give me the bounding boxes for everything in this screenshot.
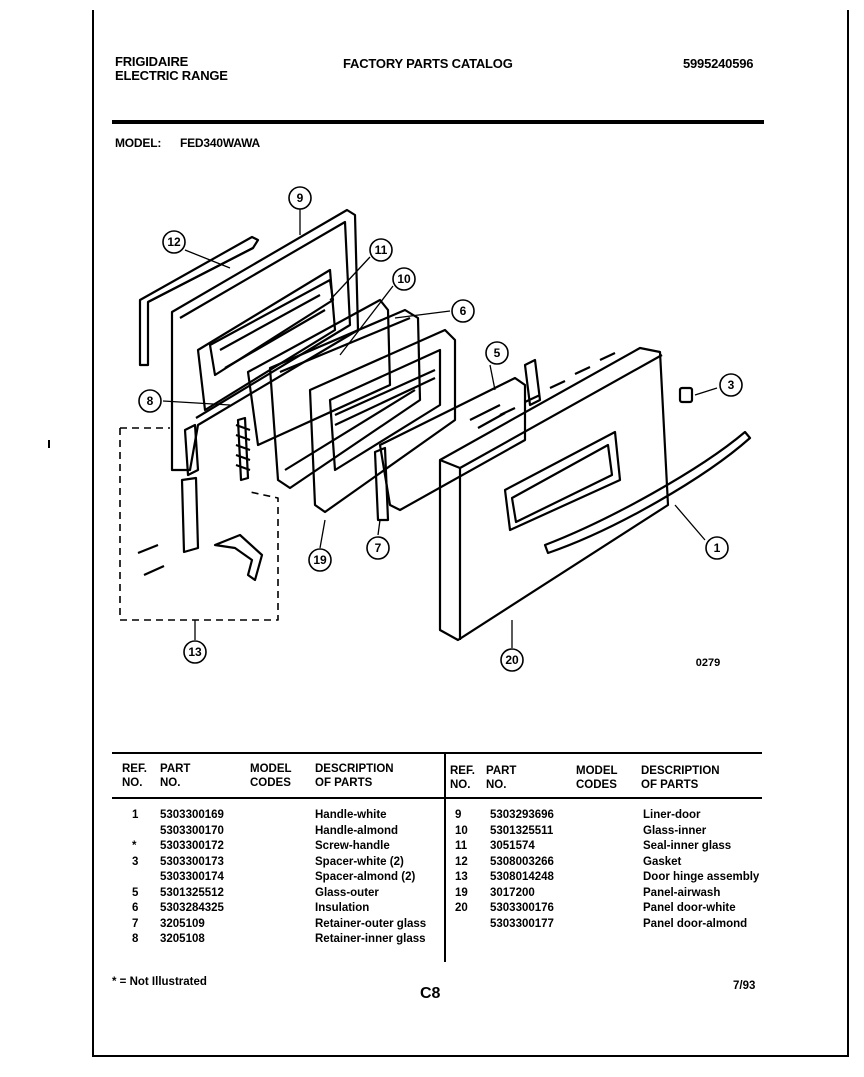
figure-code: 0279 bbox=[696, 657, 720, 669]
part-desc: Retainer-inner glass bbox=[315, 933, 426, 945]
callout-5: 5 bbox=[494, 346, 501, 360]
part-desc: Panel door-white bbox=[643, 902, 736, 914]
part-desc: Insulation bbox=[315, 902, 370, 914]
part-ref: * bbox=[132, 840, 137, 852]
part-part: 5308014248 bbox=[490, 871, 554, 883]
part-desc: Panel door-almond bbox=[643, 917, 748, 930]
part-part: 5303284325 bbox=[160, 902, 224, 914]
part-part: 5303300177 bbox=[490, 917, 554, 930]
part-desc: Panel-airwash bbox=[643, 886, 721, 899]
part-ref: 20 bbox=[455, 902, 468, 914]
part-ref: 8 bbox=[132, 933, 139, 945]
table-header-rule bbox=[112, 797, 762, 799]
part-part: 5303300174 bbox=[160, 871, 224, 883]
part-desc: Retainer-outer glass bbox=[315, 917, 427, 930]
part-desc: Liner-door bbox=[643, 809, 701, 821]
part-ref: 1 bbox=[132, 809, 139, 821]
part-desc: Spacer-almond (2) bbox=[315, 871, 416, 883]
part-ref: 12 bbox=[455, 855, 468, 868]
part-part: 3205109 bbox=[160, 917, 205, 930]
callout-11: 11 bbox=[375, 243, 388, 257]
part-part: 5303293696 bbox=[490, 809, 554, 821]
part-desc: Handle-white bbox=[315, 809, 387, 821]
part-desc: Seal-inner glass bbox=[643, 840, 732, 852]
part-ref: 5 bbox=[132, 886, 139, 899]
table-top-rule bbox=[112, 752, 762, 754]
part-desc: Glass-inner bbox=[643, 824, 707, 837]
callout-1: 1 bbox=[714, 541, 721, 555]
part-ref: 19 bbox=[455, 886, 468, 899]
part-part: 5308003266 bbox=[490, 855, 554, 868]
part-part: 5301325511 bbox=[490, 824, 554, 837]
callout-7: 7 bbox=[375, 541, 382, 555]
part-ref: 3 bbox=[132, 855, 139, 868]
part-part: 3051574 bbox=[490, 840, 535, 852]
part-desc: Spacer-white (2) bbox=[315, 855, 404, 868]
revision-date: 7/93 bbox=[733, 980, 756, 992]
exploded-door-diagram: 9 12 11 10 6 8 5 3 1 19 7 13 20 0279 bbox=[119, 186, 752, 672]
callout-19: 19 bbox=[313, 553, 327, 567]
catalog-title: FACTORY PARTS CATALOG bbox=[343, 56, 513, 71]
part-desc: Handle-almond bbox=[315, 824, 399, 837]
callout-9: 9 bbox=[297, 191, 304, 205]
table-divider bbox=[444, 752, 446, 962]
part-desc: Gasket bbox=[643, 855, 682, 868]
part-ref: 10 bbox=[455, 824, 468, 837]
header-rule bbox=[112, 120, 764, 124]
col-ref-left: REF. NO. bbox=[122, 763, 147, 789]
callout-3: 3 bbox=[728, 378, 735, 392]
part-ref: 9 bbox=[455, 809, 462, 821]
part-part: 3017200 bbox=[490, 886, 535, 899]
col-model-left: MODEL CODES bbox=[250, 763, 292, 789]
part-part: 5303300169 bbox=[160, 809, 224, 821]
col-desc-left: DESCRIPTION OF PARTS bbox=[315, 763, 394, 789]
part-part: 5303300172 bbox=[160, 840, 224, 852]
part-part: 5303300173 bbox=[160, 855, 224, 868]
brand-name: FRIGIDAIRE bbox=[115, 54, 189, 69]
part-desc: Glass-outer bbox=[315, 886, 379, 899]
callout-8: 8 bbox=[147, 394, 154, 408]
callout-20: 20 bbox=[505, 653, 519, 667]
catalog-number: 5995240596 bbox=[683, 56, 754, 71]
part-desc: Door hinge assembly bbox=[643, 871, 760, 883]
model-number: FED340WAWA bbox=[180, 136, 261, 150]
part-ref: 11 bbox=[455, 840, 468, 852]
callout-6: 6 bbox=[460, 304, 467, 318]
part-part: 5301325512 bbox=[160, 886, 224, 899]
col-ref-right: REF. NO. bbox=[450, 765, 475, 791]
part-part: 5303300170 bbox=[160, 824, 224, 837]
callout-12: 12 bbox=[167, 235, 181, 249]
product-type: ELECTRIC RANGE bbox=[115, 68, 228, 83]
part-part: 5303300176 bbox=[490, 902, 554, 914]
col-model-right: MODEL CODES bbox=[576, 765, 618, 791]
page-frame bbox=[92, 10, 849, 1057]
col-part-left: PART NO. bbox=[160, 763, 191, 789]
margin-mark bbox=[48, 440, 50, 448]
model-label: MODEL: bbox=[115, 136, 162, 150]
part-desc: Screw-handle bbox=[315, 840, 390, 852]
callout-13: 13 bbox=[188, 645, 202, 659]
col-part-right: PART NO. bbox=[486, 765, 517, 791]
part-ref: 7 bbox=[132, 917, 139, 930]
callout-10: 10 bbox=[397, 272, 411, 286]
part-part: 3205108 bbox=[160, 933, 205, 945]
part-ref: 13 bbox=[455, 871, 468, 883]
part-ref: 6 bbox=[132, 902, 139, 914]
footnote: * = Not Illustrated bbox=[112, 976, 207, 988]
page-number: C8 bbox=[420, 985, 441, 1002]
col-desc-right: DESCRIPTION OF PARTS bbox=[641, 765, 720, 791]
